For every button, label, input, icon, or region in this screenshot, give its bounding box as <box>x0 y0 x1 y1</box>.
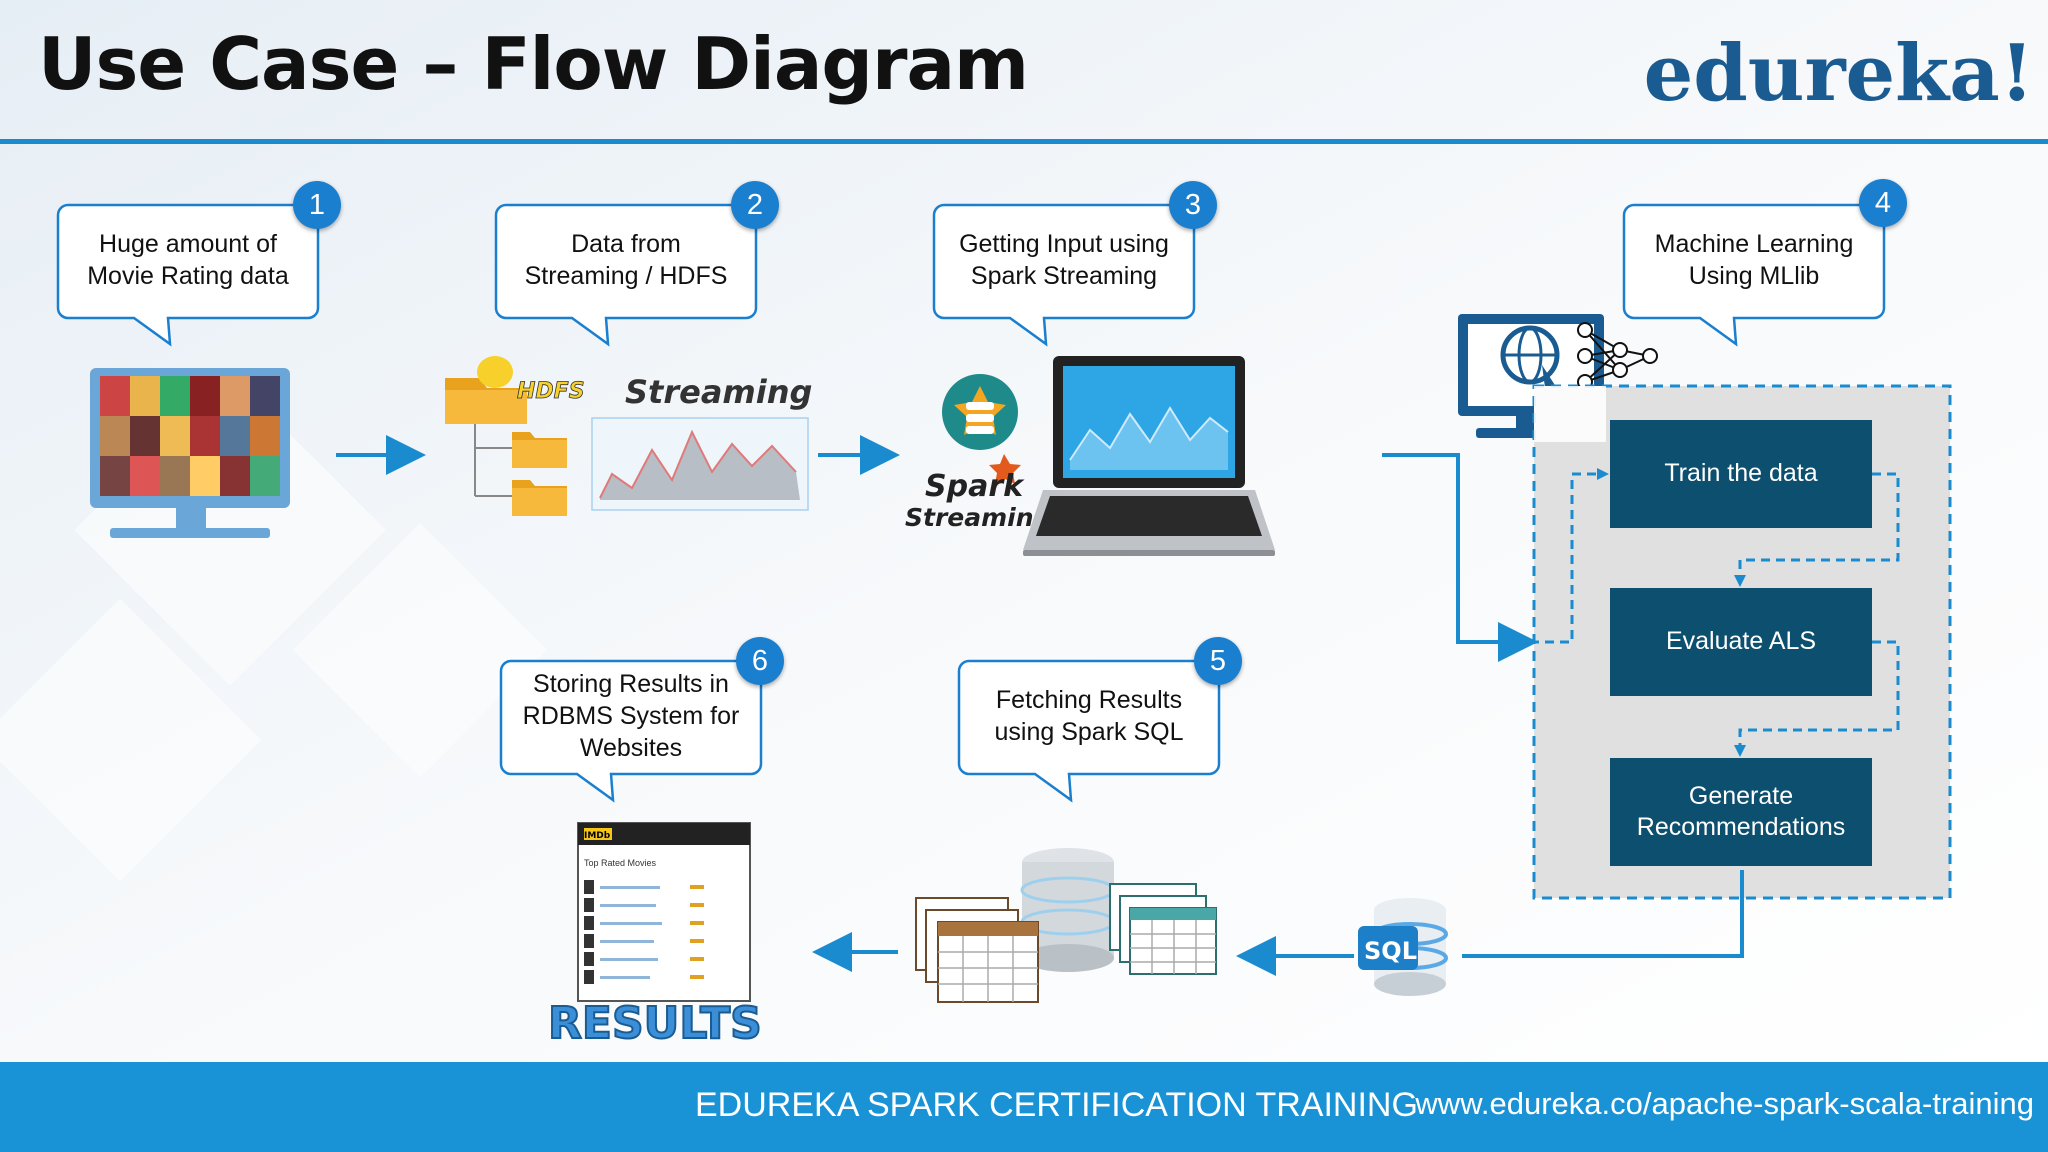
sql-database-icon <box>1358 898 1448 996</box>
edureka-logo: edureka! <box>1643 28 2034 119</box>
footer-course-title: EDUREKA SPARK CERTIFICATION TRAINING <box>695 1086 1418 1124</box>
page-title: Use Case – Flow Diagram <box>38 22 1029 106</box>
step-badge-3: 3 <box>1169 181 1217 229</box>
hdfs-folders-icon <box>445 356 567 516</box>
footer-bar: EDUREKA SPARK CERTIFICATION TRAINING www… <box>0 1062 2048 1152</box>
step-badge-2: 2 <box>731 181 779 229</box>
imdb-results-page <box>577 822 751 1002</box>
step-badge-4: 4 <box>1859 179 1907 227</box>
sql-label: SQL <box>1364 937 1417 965</box>
imdb-page-title: Top Rated Movies <box>584 858 657 868</box>
spark-streaming-label: Streaming <box>905 503 1052 532</box>
header-divider <box>0 139 2048 144</box>
footer-url-link[interactable]: www.edureka.co/apache-spark-scala-traini… <box>1415 1086 2034 1121</box>
laptop-icon <box>1023 356 1275 556</box>
database-tables-icon <box>915 848 1217 1003</box>
streaming-label: Streaming <box>625 373 812 411</box>
step-badge-5: 5 <box>1194 637 1242 685</box>
imdb-logo: IMDb <box>584 831 611 841</box>
spark-streaming-logo <box>942 374 1021 484</box>
spark-label: Spark <box>925 469 1025 504</box>
evaluate-als-box: Evaluate ALS <box>1610 588 1872 696</box>
train-data-box: Train the data <box>1610 420 1872 528</box>
results-label: RESULTS <box>547 997 763 1050</box>
streaming-chart-icon <box>591 417 809 511</box>
hdfs-label: HDFS <box>517 379 585 404</box>
movie-monitor-icon <box>90 368 290 538</box>
flow-diagram: HDFS Streaming Spark Streaming <box>56 203 1952 1003</box>
step-badge-1: 1 <box>293 181 341 229</box>
step-badge-6: 6 <box>736 637 784 685</box>
